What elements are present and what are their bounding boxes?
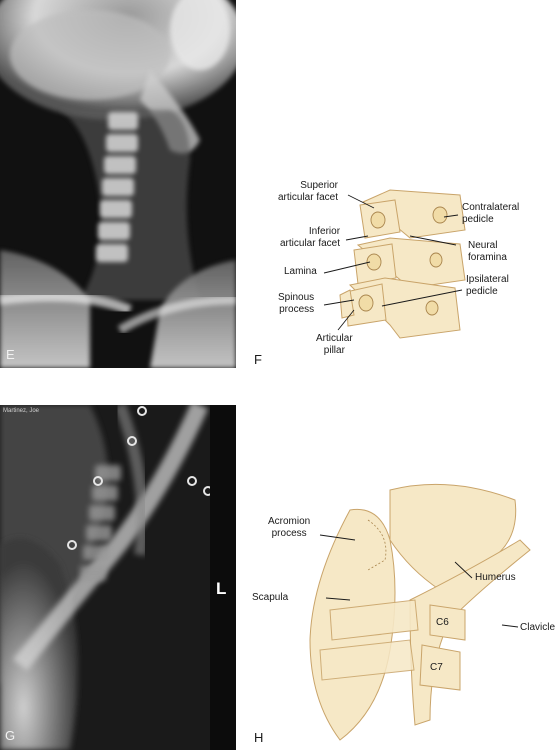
label-contralateral-pedicle: Contralateral pedicle [462,202,520,225]
label-c6: C6 [436,617,449,628]
label-superior-articular-facet: Superior articular facet [278,180,339,203]
label-spinous-process: Spinous process [278,292,315,315]
shoulder-illustration [309,483,531,741]
label-clavicle: Clavicle [520,622,556,633]
panel-letter-e: E [6,347,15,362]
panel-e-xray: E [0,0,236,368]
vertebrae-illustration [323,189,466,339]
label-ipsilateral-pedicle: Ipsilateral pedicle [466,274,509,297]
label-humerus: Humerus [475,572,516,583]
panel-letter-h: H [254,730,264,745]
label-inferior-articular-facet: Inferior articular facet [280,226,341,249]
label-scapula: Scapula [252,592,289,603]
label-neural-foramina: Neural foramina [468,240,507,263]
xray-g-image [0,405,236,750]
label-acromion-process: Acromion process [268,516,311,539]
panel-f-diagram: Superior articular facet Inferior articu… [250,160,557,380]
xray-e-image [0,0,236,368]
panel-h-diagram: Acromion process Scapula Humerus Clavicl… [250,480,557,750]
panel-g-xray: Martinez, Joe L G [0,405,236,750]
side-marker-l: L [216,579,227,598]
panel-letter-g: G [5,728,16,743]
panel-letter-f: F [254,352,262,367]
label-articular-pillar: Articular pillar [316,333,353,356]
label-c7: C7 [430,662,443,673]
label-lamina: Lamina [284,266,317,277]
patient-name-label: Martinez, Joe [3,408,40,414]
